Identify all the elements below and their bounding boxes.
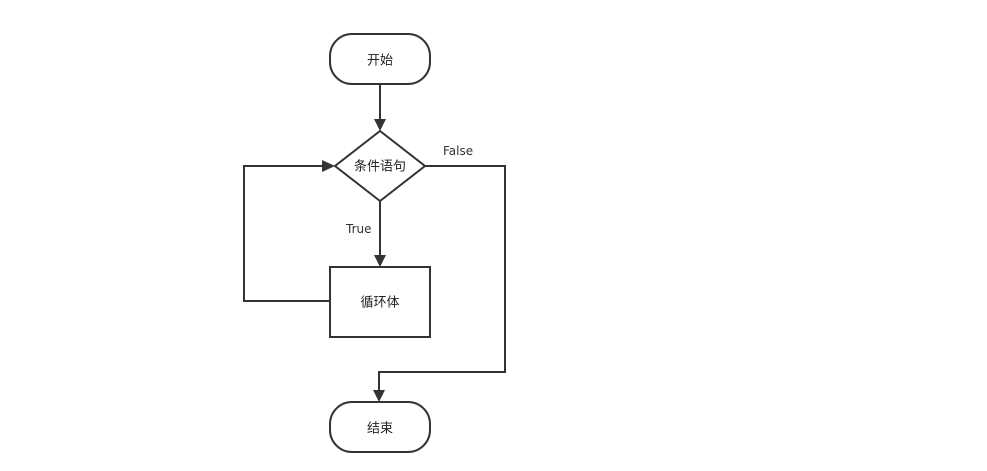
edge-condition-to-end: [373, 165, 506, 402]
start-node: 开始: [329, 33, 431, 85]
end-node-label: 结束: [367, 422, 393, 437]
true-edge-label: True: [345, 222, 372, 236]
arrowhead: [373, 390, 385, 402]
edge-loop-back-to-condition: [243, 160, 335, 302]
arrowhead: [374, 119, 386, 131]
arrowhead: [322, 160, 335, 172]
loop-body-node: 循环体: [329, 266, 431, 338]
condition-node: 条件语句: [333, 129, 427, 203]
edge-condition-to-loop-body: [374, 201, 386, 267]
edge-start-to-condition: [374, 84, 386, 131]
arrowhead: [374, 255, 386, 267]
condition-node-label: 条件语句: [354, 159, 406, 175]
start-node-label: 开始: [367, 54, 393, 69]
loop-body-node-label: 循环体: [360, 296, 399, 311]
false-edge-label: False: [443, 144, 473, 158]
end-node: 结束: [329, 401, 431, 453]
